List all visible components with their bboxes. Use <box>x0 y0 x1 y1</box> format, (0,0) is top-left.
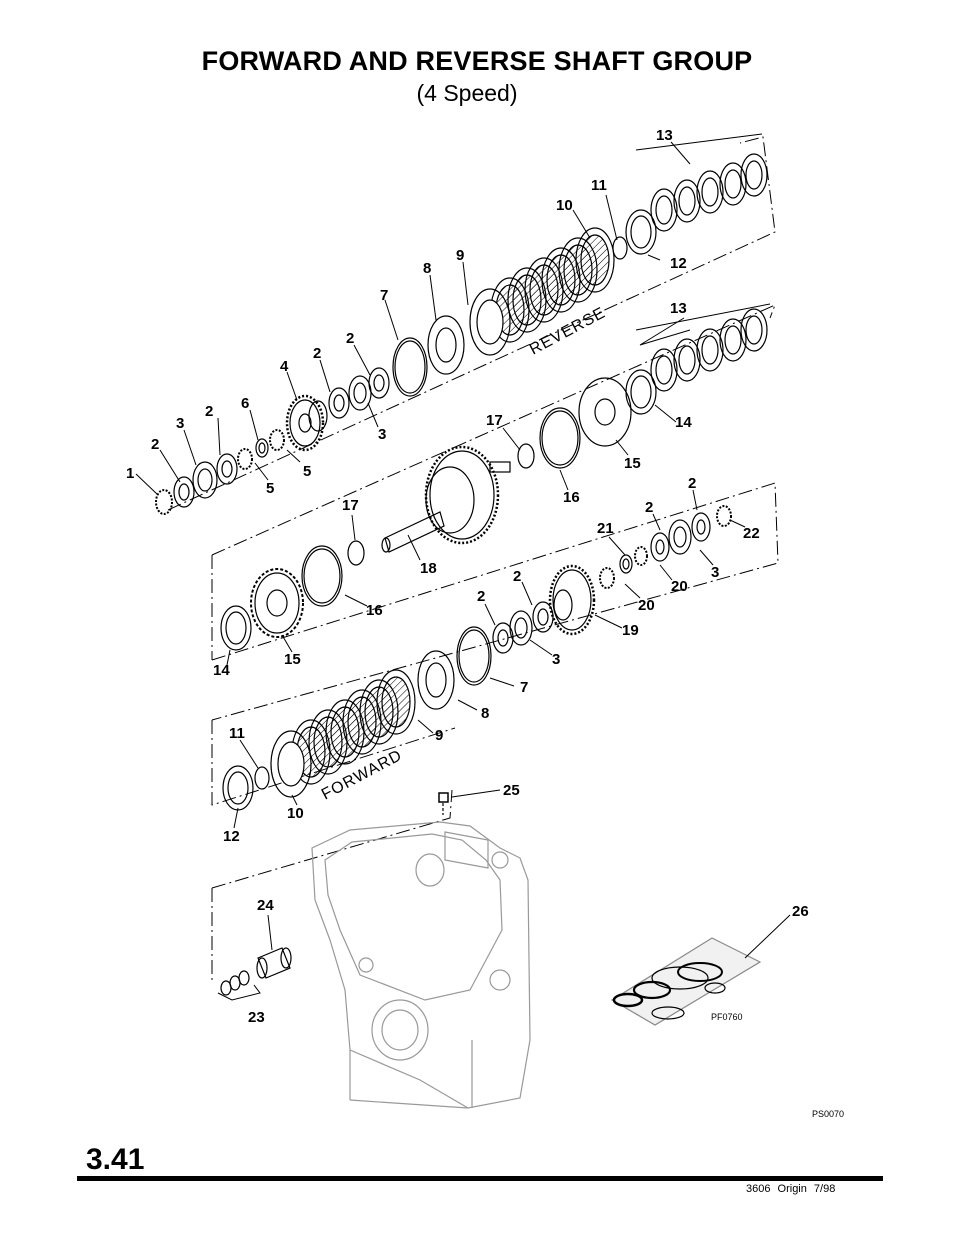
callout-10: 10 <box>556 197 573 214</box>
callout-26: 26 <box>792 903 809 920</box>
callout-7: 7 <box>520 679 528 696</box>
seal-kit-bag <box>610 937 762 1026</box>
callout-11: 11 <box>591 177 607 194</box>
callout-13: 13 <box>656 127 673 144</box>
callout-17: 17 <box>342 497 359 514</box>
transmission-housing <box>311 821 531 1109</box>
part-13-discs-reverse <box>650 153 768 232</box>
part-9-friction-pack-reverse <box>469 227 615 356</box>
callout-16: 16 <box>563 489 580 506</box>
callout-20: 20 <box>671 578 688 595</box>
callout-22: 22 <box>743 525 760 542</box>
callout-17: 17 <box>486 412 503 429</box>
callout-2: 2 <box>205 403 213 420</box>
callout-14: 14 <box>213 662 230 679</box>
part-4-gear <box>285 394 328 452</box>
leader-lines <box>135 133 791 1001</box>
callout-8: 8 <box>423 260 431 277</box>
reverse-clutch-group <box>155 153 768 515</box>
callout-9: 9 <box>435 727 443 744</box>
callout-3: 3 <box>176 415 184 432</box>
callout-2: 2 <box>346 330 354 347</box>
page-title: FORWARD AND REVERSE SHAFT GROUP <box>201 46 753 76</box>
callout-15: 15 <box>624 455 641 472</box>
callout-2: 2 <box>151 436 159 453</box>
callout-15: 15 <box>284 651 301 668</box>
callout-18: 18 <box>420 560 437 577</box>
part-9-friction-pack-forward <box>270 669 416 798</box>
callout-12: 12 <box>670 255 687 272</box>
callout-3: 3 <box>378 426 386 443</box>
forward-clutch-group <box>222 669 416 811</box>
callout-3: 3 <box>711 564 719 581</box>
callout-11: 11 <box>229 725 245 742</box>
part-19-gear <box>548 564 596 636</box>
callout-2: 2 <box>313 345 321 362</box>
callout-20: 20 <box>638 597 655 614</box>
callout-21: 21 <box>597 520 614 537</box>
callout-5: 5 <box>266 480 274 497</box>
callout-4: 4 <box>280 358 289 375</box>
callout-5: 5 <box>303 463 311 480</box>
callout-2: 2 <box>477 588 485 605</box>
callout-2: 2 <box>688 475 696 492</box>
footer-text: 3606 Origin 7/98 <box>746 1183 836 1195</box>
callout-2: 2 <box>645 499 653 516</box>
part-18-shaft <box>381 445 511 553</box>
callout-16: 16 <box>366 602 383 619</box>
callout-19: 19 <box>622 622 639 639</box>
callout-7: 7 <box>380 287 388 304</box>
callout-2: 2 <box>513 568 521 585</box>
callout-24: 24 <box>257 897 274 914</box>
callout-14: 14 <box>675 414 692 431</box>
callout-9: 9 <box>456 247 464 264</box>
small-parts <box>220 792 449 996</box>
callout-10: 10 <box>287 805 304 822</box>
callout-25: 25 <box>503 782 520 799</box>
page-number: 3.41 <box>86 1143 145 1176</box>
callout-23: 23 <box>248 1009 265 1026</box>
part-13-discs-middle <box>650 308 768 392</box>
callout-8: 8 <box>481 705 489 722</box>
callout-12: 12 <box>223 828 240 845</box>
figure-code-main: PS0070 <box>812 1109 844 1119</box>
callout-numbers: 13 11 10 12 9 8 7 2 2 4 6 2 3 2 1 5 5 3 … <box>126 127 809 1026</box>
assembly-guide-lines <box>167 136 779 980</box>
callout-6: 6 <box>241 395 249 412</box>
figure-code-kit: PF0760 <box>711 1012 743 1022</box>
page-subtitle: (4 Speed) <box>416 80 518 106</box>
callout-3: 3 <box>552 651 560 668</box>
callout-1: 1 <box>126 465 134 482</box>
callout-13: 13 <box>670 300 687 317</box>
shaft-middle-group <box>220 308 768 710</box>
footer-rule <box>77 1176 883 1181</box>
